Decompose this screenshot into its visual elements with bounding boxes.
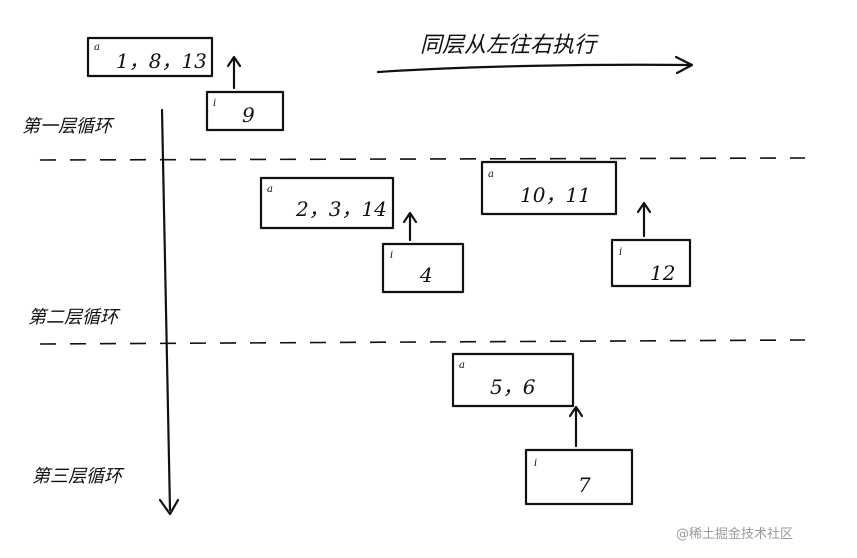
box-i1: i 9	[205, 90, 285, 132]
box-i2: i 4	[381, 242, 465, 294]
box-i3-label: i	[619, 247, 622, 258]
box-a4-value: 5，6	[490, 375, 536, 399]
direction-arrow	[376, 63, 692, 74]
box-i2-value: 4	[419, 263, 433, 287]
box-i4-label: i	[534, 458, 537, 469]
box-a3-value: 10，11	[520, 183, 591, 207]
box-a1-value: 1，8，13	[116, 49, 207, 73]
layer-separator-1	[39, 157, 806, 161]
direction-label: 同层从左往右执行	[420, 33, 599, 58]
box-a2: a 2，3，14	[259, 176, 395, 230]
arrow-i4-to-a4	[568, 405, 584, 448]
layer-label-3: 第三层循环	[32, 466, 125, 487]
box-i3: i 12	[610, 238, 692, 288]
box-a1-label: a	[94, 42, 100, 53]
box-i2-label: i	[390, 250, 393, 261]
box-i4: i 7	[524, 448, 634, 506]
arrow-i3-to-a3	[636, 201, 652, 238]
vertical-arrow	[160, 108, 172, 512]
box-a3: a 10，11	[480, 160, 618, 216]
box-a3-label: a	[488, 169, 494, 180]
layer-separator-2	[39, 339, 806, 345]
vertical-arrow-head	[158, 498, 180, 516]
box-a4: a 5，6	[451, 352, 575, 408]
box-a4-label: a	[459, 360, 465, 371]
layer-label-2: 第二层循环	[28, 307, 121, 328]
box-a2-label: a	[267, 184, 273, 195]
direction-arrow-head	[674, 55, 694, 75]
arrow-i2-to-a2	[402, 211, 418, 242]
box-a1: a 1，8，13	[86, 36, 214, 78]
box-i1-value: 9	[242, 103, 255, 127]
layer-label-1: 第一层循环	[22, 116, 115, 137]
box-a2-value: 2，3，14	[295, 197, 387, 221]
box-i4-value: 7	[578, 473, 591, 497]
arrow-i1-to-a1	[226, 55, 242, 90]
box-i3-value: 12	[650, 261, 675, 285]
box-i1-label: i	[213, 98, 216, 109]
watermark: @稀土掘金技术社区	[676, 526, 793, 542]
